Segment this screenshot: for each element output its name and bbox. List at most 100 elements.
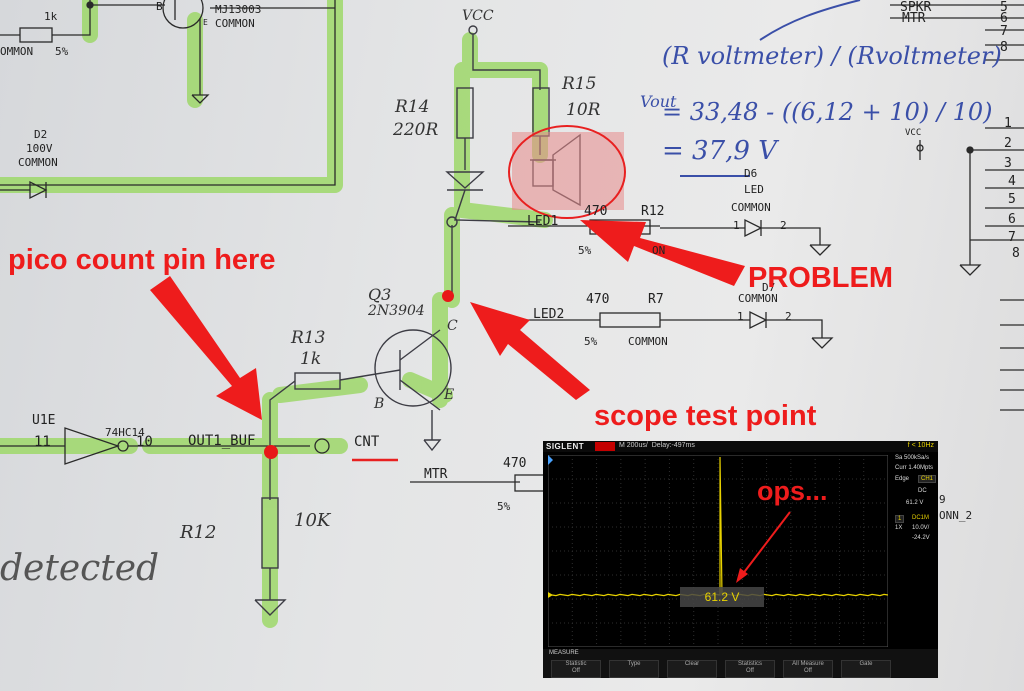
clear-button[interactable]: Clear [667,660,717,678]
oscilloscope-screenshot: SIGLENT M 200us/ Delay:-497ms f < 10Hz 6… [543,441,938,678]
annotation-ops: ops... [757,476,828,506]
u1e-pin-out: 10 [136,434,153,450]
math-vout: Vout [640,92,677,111]
q3-part: 2N3904 [368,303,425,319]
right-conn-mtr: MTR [902,11,926,26]
scope-brand: SIGLENT [546,442,585,451]
d6-pin2: 2 [780,219,787,232]
q-top-common: COMMON [215,17,255,30]
annotation-pico: pico count pin here [8,244,276,276]
ch1-label: 1 [895,515,905,523]
led1-net: LED1 [527,214,559,229]
ch1-marker [548,592,553,598]
annotation-problem: PROBLEM [748,262,893,294]
q-top-b: B [156,0,163,13]
right-conn-spkr: SPKR [900,0,932,15]
trig-source: CH1 [918,475,937,483]
d2-value: 100V [26,142,53,155]
trig-level: 61.2 V [906,500,924,506]
right-conn-pin-a0: 5 [1000,0,1008,15]
annotation-arrows [150,220,745,420]
right-conn-pin-b6: 7 [1008,230,1016,245]
q-top-part: MJ13003 [215,3,262,16]
r15-value: 10R [566,100,601,120]
r-top-value: 1k [44,10,58,23]
trig-coupling: DC [918,488,927,494]
r15-ref: R15 [562,74,597,94]
led2-net: LED2 [533,307,565,322]
ch1-trace [548,456,888,597]
mtr-r-value: 470 [503,456,527,471]
ch1-offset: -24.2V [912,535,930,541]
right-conn-pin-a2: 7 [1000,24,1008,39]
right-conn-pin-b1: 2 [1004,136,1012,151]
r-top-tol: 5% [55,45,69,58]
q3-ref: Q3 [368,285,392,304]
d2-common: COMMON [18,156,58,169]
d7-pin1: 1 [737,310,744,323]
q3-e: E [444,387,455,403]
led1-tol: 5% [578,244,592,257]
conn-pin9: 9 [939,493,946,506]
math-eq2: = 37,9 V [662,136,777,166]
led1-r-ref: R12 [641,204,665,219]
problem-highlight [512,132,624,210]
r12-value: 10K [294,510,331,531]
u1e-ref: U1E [32,413,56,428]
measure-title: MEASURE [549,650,579,656]
r13-value: 1k [300,349,322,369]
scope-header: SIGLENT M 200us/ Delay:-497ms f < 10Hz [543,441,938,452]
r12-ref: R12 [180,522,217,543]
curr-mem: Curr 1.40Mpts [895,465,934,471]
scope-trig-freq: f < 10Hz [907,442,934,449]
d7-common: COMMON [738,292,778,305]
u1e-part: 74HC14 [105,426,145,439]
d7-pin2: 2 [785,310,792,323]
scope-timebase: M 200us/ Delay:-497ms [619,442,695,449]
right-conn-pin-a1: 6 [1000,11,1008,26]
right-conn-pin-b7: 8 [1012,246,1020,261]
led2-common: COMMON [628,335,668,348]
d7-ref: D7 [762,281,776,294]
gate-button[interactable]: Gate [841,660,891,678]
q-top-e: E [203,18,208,27]
right-conn-pin-b3: 4 [1008,174,1016,189]
d6-pin1: 1 [733,219,740,232]
r14-ref: R14 [395,97,430,117]
scope-grid [548,455,888,647]
d6-common: COMMON [731,201,771,214]
vcc-label: VCC [462,8,494,24]
scope-sidebar: Sa 500kSa/s Curr 1.40Mpts Edge CH1 DC 61… [892,453,938,653]
ch1-coupling: DC1M [912,515,930,521]
right-conn-pin-b2: 3 [1004,156,1012,171]
q3-c: C [447,318,458,334]
led2-r-value: 470 [586,292,610,307]
math-line1: (R voltmeter) / (Rvoltmeter) [662,42,1002,70]
pico-pin-dot [264,445,278,459]
type-button[interactable]: Type [609,660,659,678]
q3-b: B [374,396,385,412]
mtr-tol: 5% [497,500,511,513]
trigger-pos-marker [548,455,553,465]
cnt-label: CNT [354,434,380,450]
ch1-scale: 10.0V/ [912,525,930,531]
d6-value: LED [744,183,764,196]
conn-label: ONN_2 [939,509,973,522]
problem-circle [508,125,626,219]
led2-r-ref: R7 [648,292,664,307]
led1-r-value: 470 [584,204,608,219]
ch1-probe: 1X [895,525,903,531]
d6-ref: D6 [744,167,758,180]
vcc-right: VCC [905,128,922,138]
led1-common: ON [652,244,666,257]
scope-run-indicator [595,442,615,451]
green-highlight [0,0,553,628]
d2-ref: D2 [34,128,48,141]
r13-ref: R13 [291,328,326,348]
led2-tol: 5% [584,335,598,348]
